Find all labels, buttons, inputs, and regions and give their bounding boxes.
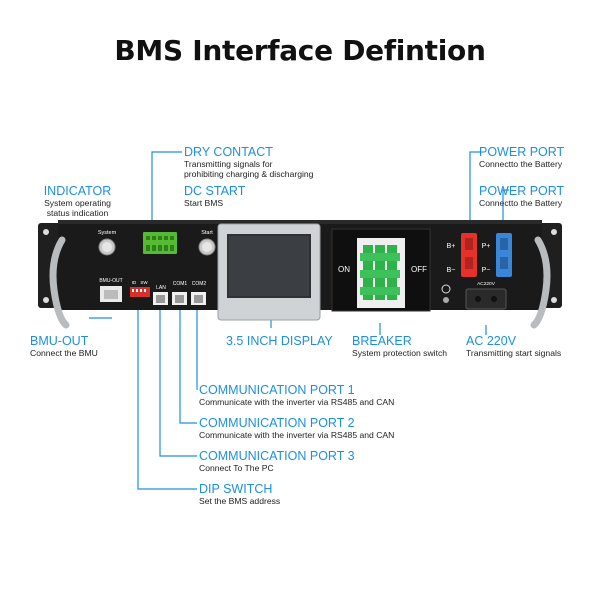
right-handle[interactable] bbox=[530, 236, 551, 329]
system-label: System bbox=[98, 230, 117, 236]
dry-contact-title: DRY CONTACT bbox=[184, 145, 273, 159]
bmu-out-title: BMU-OUT bbox=[30, 334, 89, 348]
p-minus-label: P− bbox=[482, 267, 491, 274]
page-title: BMS Interface Defintion bbox=[114, 34, 486, 67]
dry-contact-terminal[interactable] bbox=[143, 232, 177, 254]
start-label: Start bbox=[201, 230, 213, 236]
ac220v-port[interactable] bbox=[465, 288, 507, 310]
indicator-desc-1: System operating bbox=[44, 198, 111, 208]
leader-com3 bbox=[159, 309, 197, 457]
lan-label: LAN bbox=[156, 285, 166, 291]
com-port-1-title: COMMUNICATION PORT 1 bbox=[199, 383, 355, 397]
breaker-switch[interactable] bbox=[360, 245, 400, 300]
annotation-dry-contact: DRY CONTACT Transmitting signals for pro… bbox=[184, 145, 313, 179]
dip-sw-label: SW bbox=[140, 280, 148, 285]
dip-switch-title: DIP SWITCH bbox=[199, 482, 273, 496]
p-plus-label: P+ bbox=[482, 243, 491, 250]
indicator-desc-2: status indication bbox=[46, 208, 109, 218]
com-port-3-desc: Connect To The PC bbox=[199, 463, 274, 473]
dry-contact-desc-2: prohibiting charging & discharging bbox=[184, 169, 314, 179]
power-port-1-desc: Connectto the Battery bbox=[479, 159, 563, 169]
ac-220v-desc: Transmitting start signals bbox=[466, 348, 562, 358]
breaker-on-label: ON bbox=[338, 265, 350, 274]
display-title: 3.5 INCH DISPLAY bbox=[226, 334, 333, 348]
com2-label: COM2 bbox=[192, 281, 207, 287]
leader-power-port-1 bbox=[469, 151, 480, 225]
annotation-power-port-2: POWER PORT Connectto the Battery bbox=[479, 184, 564, 208]
dc-start-title: DC START bbox=[184, 184, 246, 198]
b-minus-label: B− bbox=[447, 267, 456, 274]
com1-label: COM1 bbox=[173, 281, 188, 287]
leader-com2 bbox=[179, 309, 197, 424]
b-plus-label: B+ bbox=[447, 243, 456, 250]
leader-dip bbox=[137, 309, 197, 490]
annotation-indicator: INDICATOR System operating status indica… bbox=[30, 184, 125, 218]
annotation-breaker: BREAKER System protection switch bbox=[352, 334, 447, 358]
annotation-dip-switch: DIP SWITCH Set the BMS address bbox=[199, 482, 280, 506]
breaker-desc: System protection switch bbox=[352, 348, 448, 358]
leader-dry-contact bbox=[151, 151, 182, 230]
leader-power-port-2 bbox=[502, 189, 509, 225]
bmu-out-desc: Connect the BMU bbox=[30, 348, 98, 358]
leader-lines bbox=[89, 151, 509, 490]
breaker-off-label: OFF bbox=[411, 265, 427, 274]
dip-id-label: ID bbox=[132, 280, 137, 285]
left-handle[interactable] bbox=[49, 236, 70, 329]
com-port-2-title: COMMUNICATION PORT 2 bbox=[199, 416, 355, 430]
annotation-ac-220v: AC 220V Transmitting start signals bbox=[466, 334, 561, 358]
power-port-2-title: POWER PORT bbox=[479, 184, 565, 198]
com-port-2-desc: Communicate with the inverter via RS485 … bbox=[199, 430, 395, 440]
com-port-3-title: COMMUNICATION PORT 3 bbox=[199, 449, 355, 463]
dip-switch-desc: Set the BMS address bbox=[199, 496, 281, 506]
dc-start-desc: Start BMS bbox=[184, 198, 224, 208]
annotation-dc-start: DC START Start BMS bbox=[184, 184, 245, 208]
com-port-1-desc: Communicate with the inverter via RS485 … bbox=[199, 397, 395, 407]
annotation-com-port-3: COMMUNICATION PORT 3 Connect To The PC bbox=[199, 449, 355, 473]
ground-screw bbox=[443, 297, 449, 303]
bmu-out-label: BMU-OUT bbox=[99, 278, 122, 284]
annotation-com-port-1: COMMUNICATION PORT 1 Communicate with th… bbox=[199, 383, 394, 407]
ground-icon bbox=[441, 284, 451, 294]
annotation-com-port-2: COMMUNICATION PORT 2 Communicate with th… bbox=[199, 416, 394, 440]
dry-contact-desc-1: Transmitting signals for bbox=[184, 159, 273, 169]
annotation-power-port-1: POWER PORT Connectto the Battery bbox=[479, 145, 564, 169]
power-port-2-desc: Connectto the Battery bbox=[479, 198, 563, 208]
ac-220v-title: AC 220V bbox=[466, 334, 517, 348]
ac220v-label: AC220V bbox=[477, 281, 496, 287]
annotation-bmu-out: BMU-OUT Connect the BMU bbox=[30, 334, 98, 358]
indicator-title: INDICATOR bbox=[43, 184, 112, 198]
annotation-display: 3.5 INCH DISPLAY bbox=[226, 334, 333, 348]
breaker-title: BREAKER bbox=[352, 334, 412, 348]
power-port-1-title: POWER PORT bbox=[479, 145, 565, 159]
